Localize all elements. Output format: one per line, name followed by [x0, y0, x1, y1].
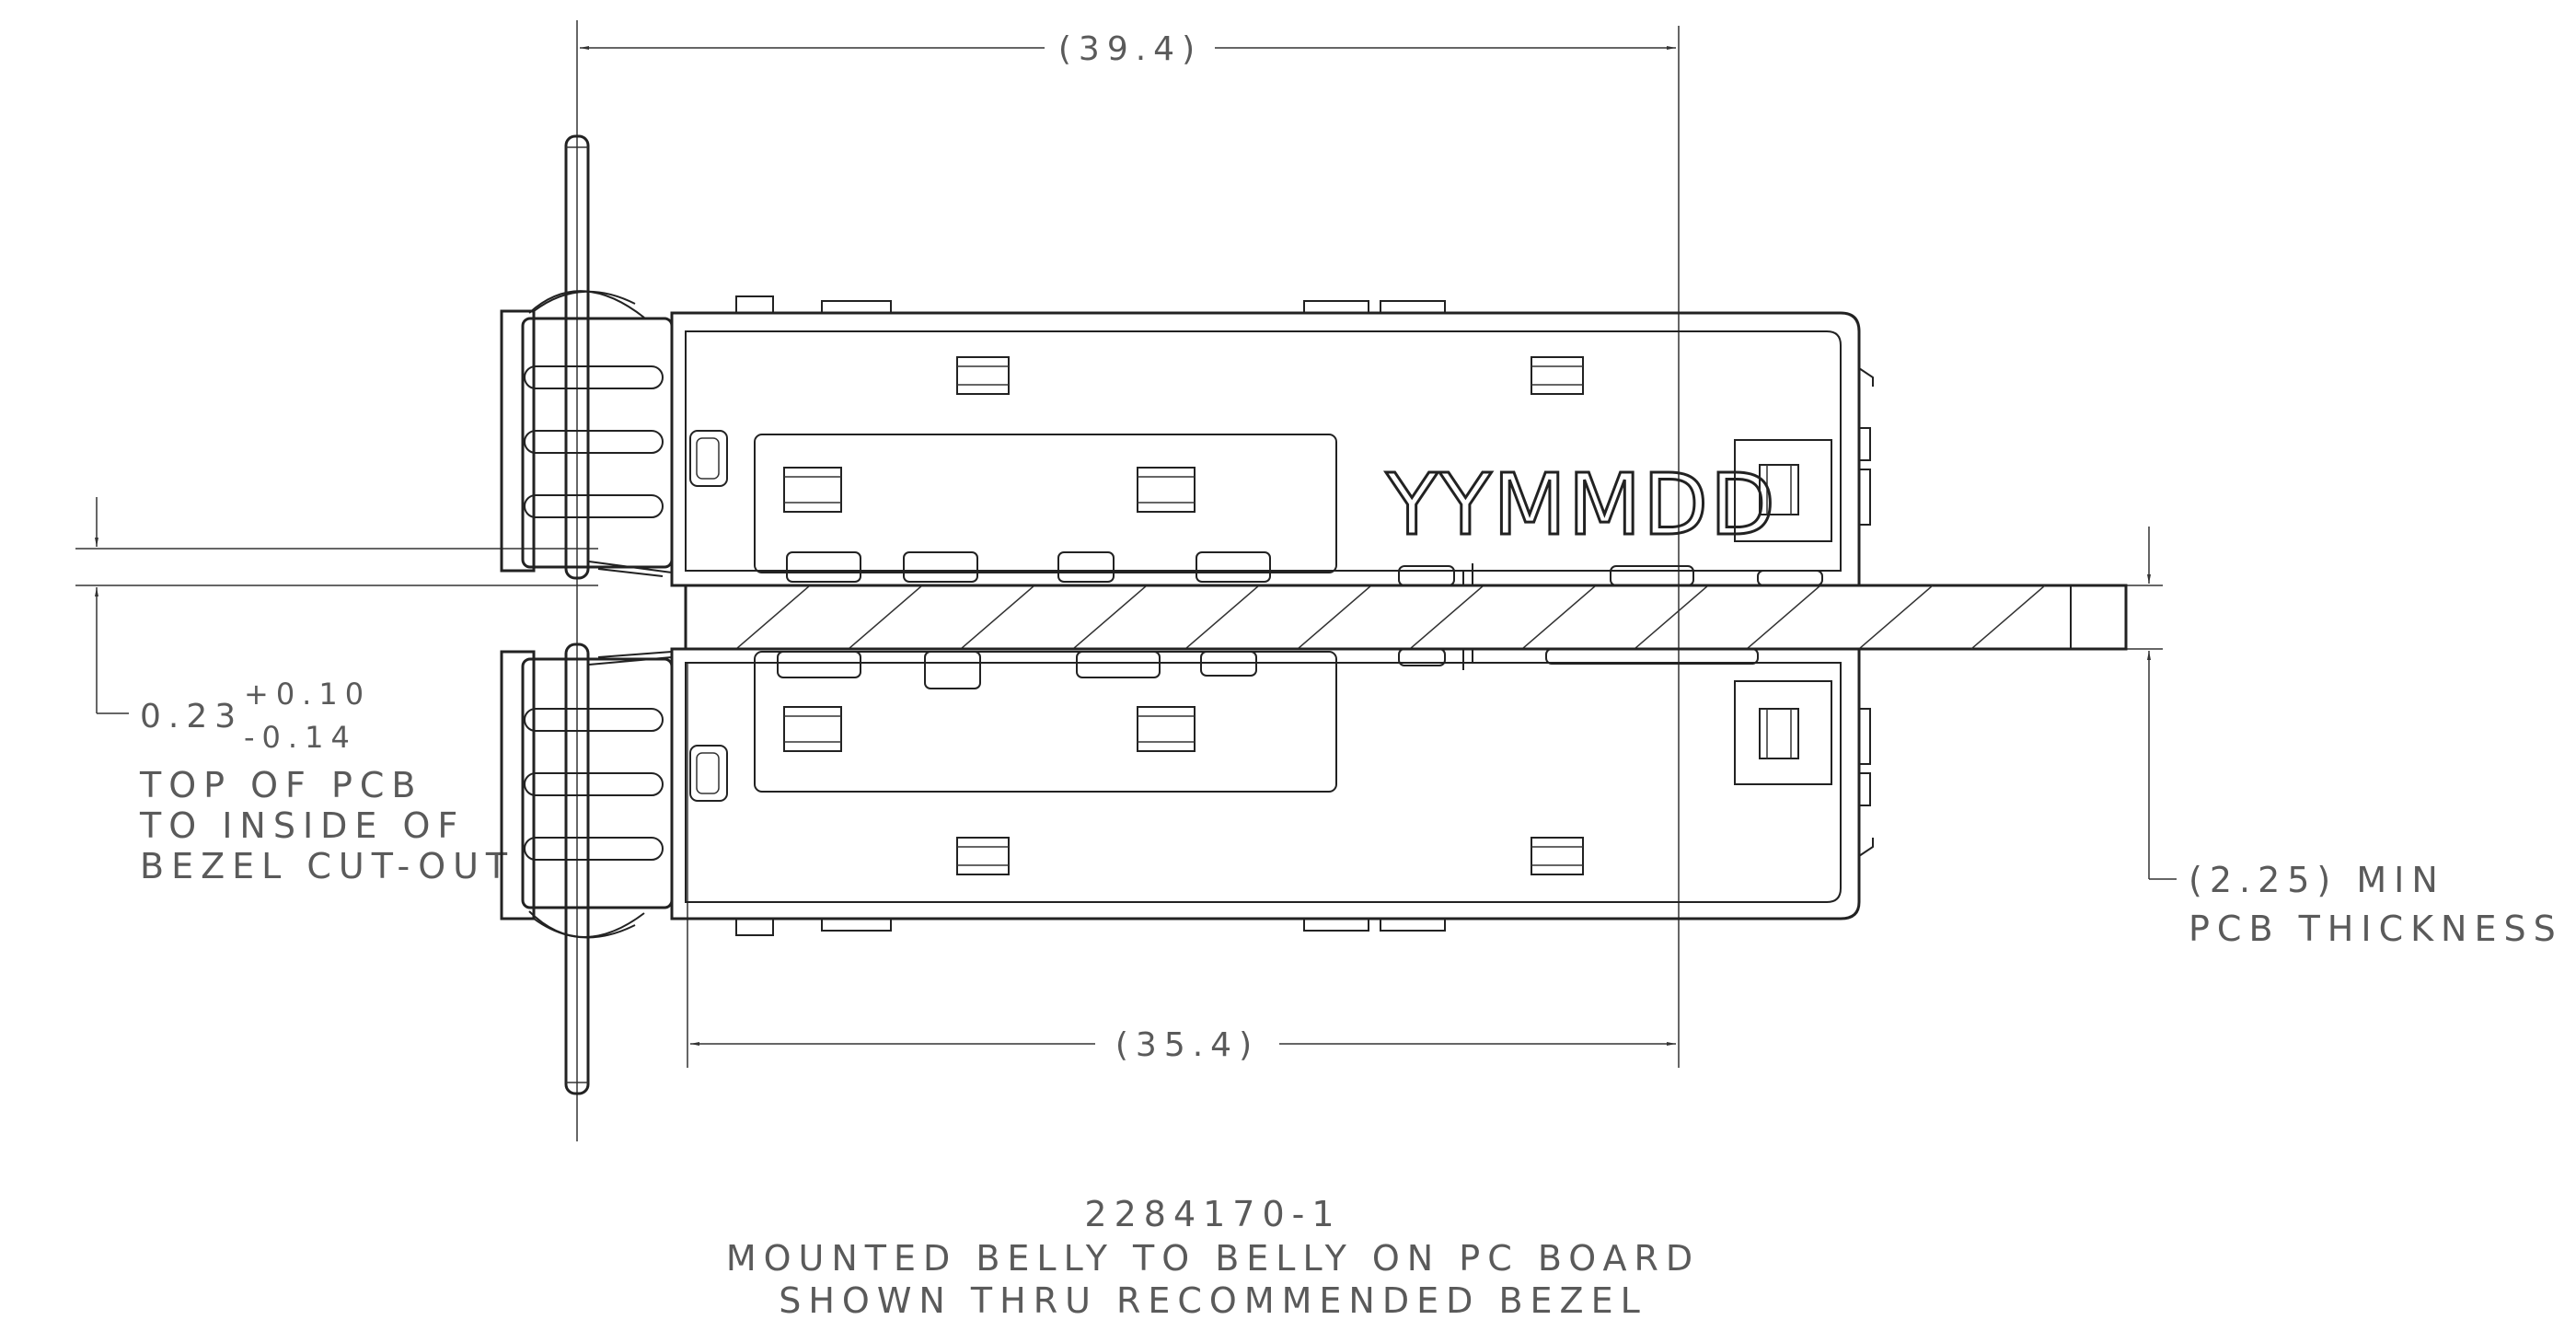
bezel-tolerance-base: 0.23 — [140, 698, 243, 735]
extension-lines — [75, 20, 2163, 1141]
lower-connector — [500, 647, 1874, 939]
bezel-note-line1: TOP OF PCB — [139, 765, 422, 805]
dimension-top-width: (39.4) — [580, 30, 1676, 68]
dimension-bottom-width: (35.4) — [690, 1026, 1676, 1064]
pcb-thickness-value: (2.25) MIN — [2189, 860, 2445, 900]
bezel-note-line3: BEZEL CUT-OUT — [140, 846, 514, 886]
upper-connector — [500, 290, 1874, 587]
dimension-top-width-label: (39.4) — [1058, 30, 1202, 68]
pcb-clips — [1462, 563, 1473, 670]
bezel-post-top — [564, 134, 590, 580]
bezel-post-bottom — [564, 643, 590, 1095]
bezel-tolerance-minus: -0.14 — [244, 720, 357, 755]
pcb-thickness-label: PCB THICKNESS — [2189, 909, 2563, 949]
caption: 2284170-1 MOUNTED BELLY TO BELLY ON PC B… — [726, 1194, 1700, 1321]
dimension-pcb-thickness: (2.25) MIN PCB THICKNESS — [2147, 527, 2563, 949]
dimension-bottom-width-label: (35.4) — [1115, 1026, 1259, 1064]
caption-line1: MOUNTED BELLY TO BELLY ON PC BOARD — [726, 1238, 1700, 1279]
bezel-note-line2: TO INSIDE OF — [139, 805, 465, 846]
dimension-bezel-gap: 0.23 +0.10 -0.14 TOP OF PCB TO INSIDE OF… — [95, 497, 514, 886]
caption-line2: SHOWN THRU RECOMMENDED BEZEL — [779, 1280, 1647, 1321]
caption-part-number: 2284170-1 — [1084, 1194, 1341, 1234]
bezel-tolerance-plus: +0.10 — [244, 677, 371, 712]
pcb-board — [684, 584, 2128, 651]
date-code-marking: YYMMDD — [1385, 456, 1777, 554]
